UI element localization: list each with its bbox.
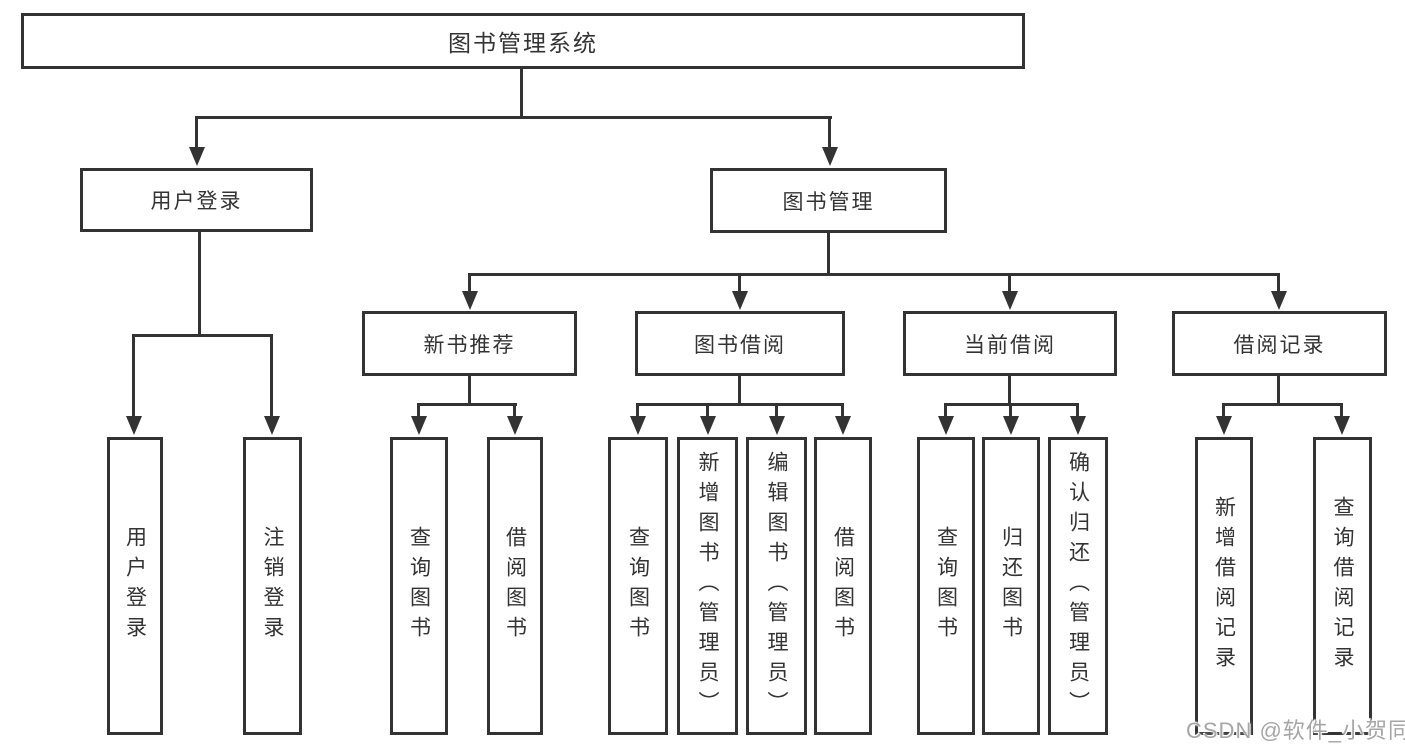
edge-new-book-stem: [468, 375, 471, 406]
edge-new-book-bus: [417, 403, 517, 406]
edge-to-cur-confirm: [1076, 403, 1079, 417]
leaf-bor-borrow-books: 借阅图书: [814, 437, 872, 735]
edge-to-user-login: [195, 116, 198, 149]
arrowhead-bor-add: [700, 416, 716, 435]
edge-to-his-query: [1340, 403, 1343, 417]
edge-to-rec-borrow: [513, 403, 516, 417]
leaf-rec-query-books: 查询图书: [390, 437, 448, 735]
edge-to-cur-query: [944, 403, 947, 417]
edge-book-mgmt-stem: [827, 232, 830, 275]
leaf-rec-borrow-books: 借阅图书: [487, 437, 543, 735]
edge-to-borrow-records: [1277, 273, 1280, 292]
node-book-borrow: 图书借阅: [635, 311, 845, 376]
edge-to-his-add: [1222, 403, 1225, 417]
arrowhead-leaf-logout: [264, 416, 280, 435]
arrowhead-book-borrow: [732, 291, 748, 310]
node-borrow-records: 借阅记录: [1172, 311, 1387, 376]
arrowhead-current-borrow: [1002, 291, 1018, 310]
node-root: 图书管理系统: [21, 13, 1025, 69]
edge-book-borrow-bus: [636, 403, 844, 406]
leaf-cur-query-books: 查询图书: [917, 437, 975, 735]
edge-borrow-records-bus: [1222, 403, 1343, 406]
edge-to-book-borrow: [738, 273, 741, 292]
edge-to-cur-return: [1009, 403, 1012, 417]
arrowhead-bor-query: [630, 416, 646, 435]
arrowhead-his-query: [1334, 416, 1350, 435]
edge-borrow-records-stem: [1277, 375, 1280, 406]
leaf-cur-confirm-return-admin: 确认归还（管理员）: [1048, 437, 1108, 735]
arrowhead-user-login: [189, 147, 205, 166]
csdn-watermark: CSDN @软件_小贺同学: [1186, 718, 1405, 743]
edge-to-leaf-user-login: [132, 334, 135, 416]
arrowhead-rec-borrow: [507, 416, 523, 435]
leaf-bor-query-books: 查询图书: [608, 437, 668, 735]
node-user-login: 用户登录: [80, 168, 313, 232]
edge-to-bor-add: [706, 403, 709, 417]
edge-to-rec-query: [417, 403, 420, 417]
arrowhead-rec-query: [411, 416, 427, 435]
edge-to-bor-edit: [775, 403, 778, 417]
edge-to-bor-borrow: [841, 403, 844, 417]
leaf-cur-return-books: 归还图书: [982, 437, 1040, 735]
leaf-logout: 注销登录: [243, 437, 302, 735]
edge-current-borrow-stem: [1008, 375, 1011, 406]
edge-to-current-borrow: [1008, 273, 1011, 292]
arrowhead-bor-borrow: [835, 416, 851, 435]
arrowhead-bor-edit: [769, 416, 785, 435]
node-new-book-rec: 新书推荐: [362, 311, 577, 376]
edge-to-bor-query: [636, 403, 639, 417]
edge-user-login-stem: [198, 231, 201, 335]
arrowhead-borrow-records: [1271, 291, 1287, 310]
arrowhead-cur-return: [1003, 416, 1019, 435]
edge-to-new-book: [468, 273, 471, 292]
arrowhead-cur-confirm: [1070, 416, 1086, 435]
edge-user-login-bus: [132, 334, 273, 337]
leaf-bor-add-books-admin: 新增图书（管理员）: [677, 437, 738, 735]
edge-book-borrow-stem: [738, 375, 741, 406]
leaf-bor-edit-books-admin: 编辑图书（管理员）: [746, 437, 807, 735]
edge-root-stem: [520, 69, 523, 117]
arrowhead-book-mgmt: [822, 147, 838, 166]
arrowhead-his-add: [1216, 416, 1232, 435]
edge-to-leaf-logout: [270, 334, 273, 416]
node-current-borrow: 当前借阅: [903, 311, 1117, 376]
edge-to-book-mgmt: [828, 116, 831, 149]
arrowhead-new-book: [462, 291, 478, 310]
arrowhead-leaf-user-login: [126, 416, 142, 435]
arrowhead-cur-query: [938, 416, 954, 435]
leaf-his-query-record: 查询借阅记录: [1313, 437, 1372, 735]
leaf-his-add-record: 新增借阅记录: [1195, 437, 1253, 735]
leaf-user-login: 用户登录: [107, 437, 163, 735]
edge-level2-bus: [196, 116, 832, 119]
edge-level3-bus: [468, 273, 1280, 276]
node-book-mgmt: 图书管理: [710, 168, 947, 233]
